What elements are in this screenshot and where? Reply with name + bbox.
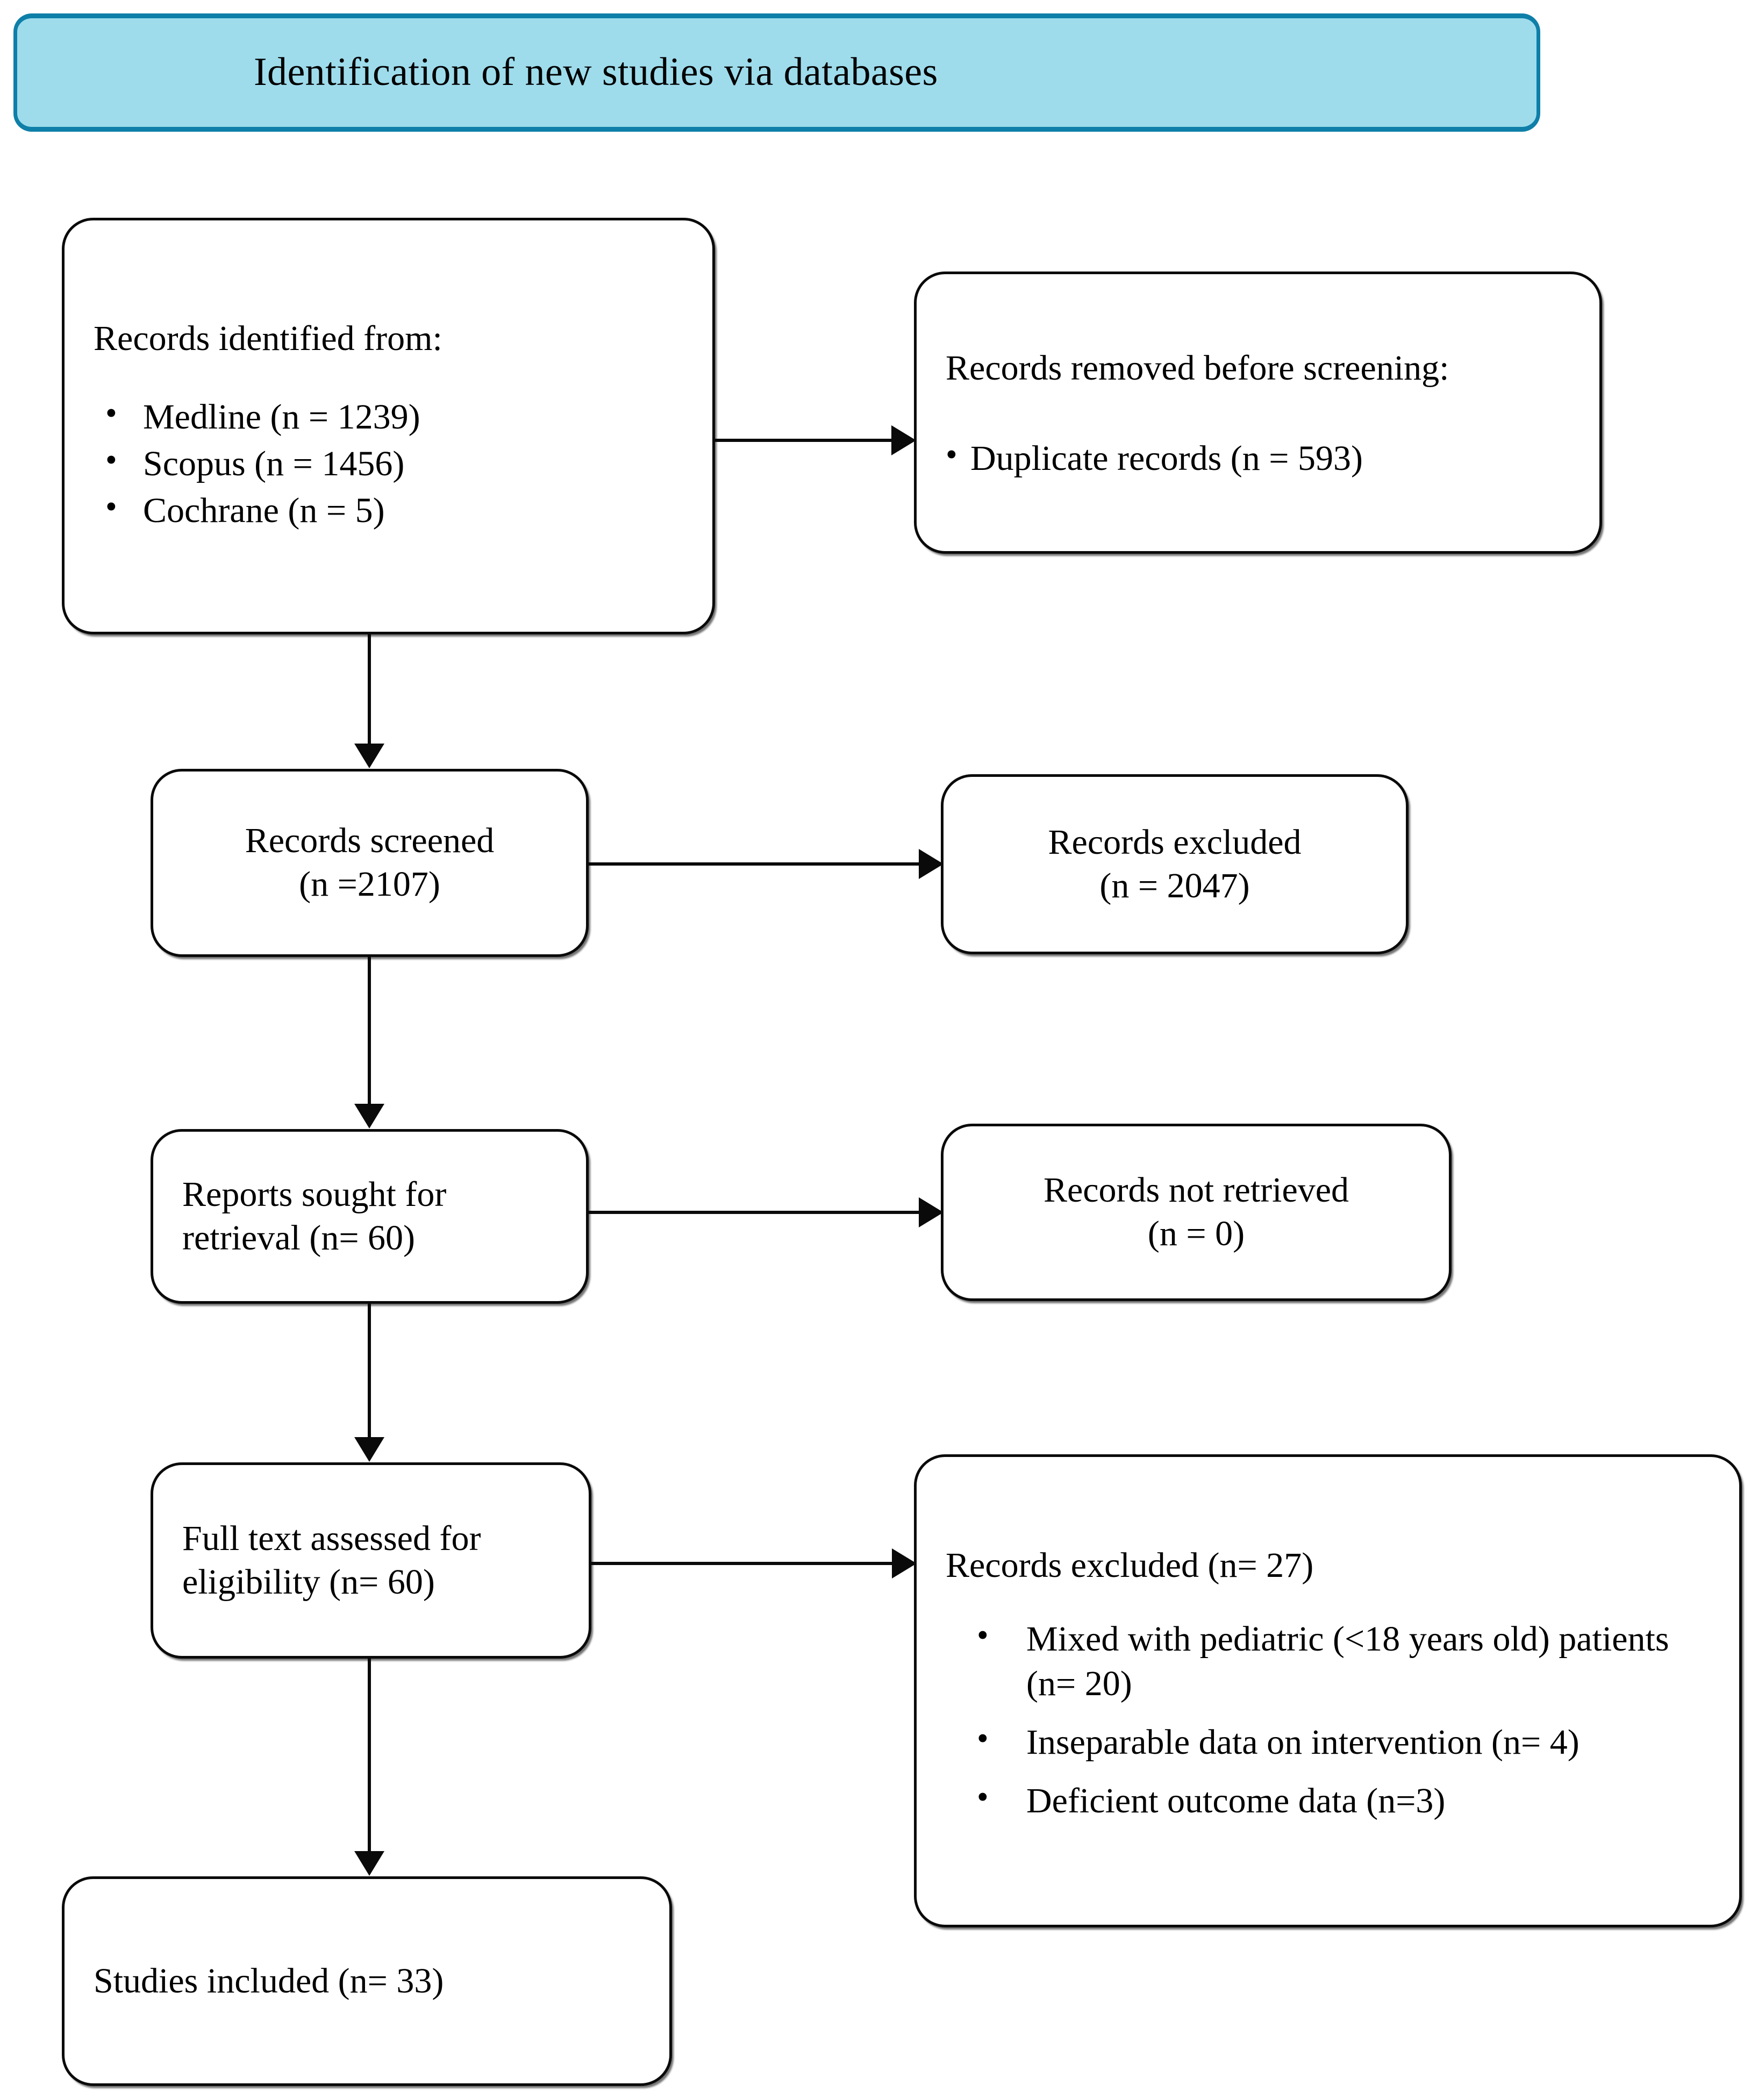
list-item: Cochrane (n = 5) [94,486,683,533]
connector-fulltext-to-included [368,1659,371,1852]
spacer [946,1588,1710,1617]
full-text-assessed-count: eligibility (n= 60) [182,1562,435,1602]
records-excluded-full-reasons-list: Mixed with pediatric (<18 years old) pat… [946,1615,1710,1824]
box-records-excluded-full-text: Records excluded (n= 27) Mixed with pedi… [914,1454,1742,1927]
records-excluded-screening-label: Records excluded [1048,822,1302,862]
records-identified-heading: Records identified from: [94,318,442,358]
connector-identified-to-removed [715,439,892,442]
records-identified-source-list: Medline (n = 1239) Scopus (n = 1456) Coc… [94,392,683,533]
records-not-retrieved-label: Records not retrieved [1043,1170,1349,1210]
list-item: Mixed with pediatric (<18 years old) pat… [946,1615,1710,1706]
reports-sought-count: retrieval (n= 60) [182,1218,416,1258]
list-item: Duplicate records (n = 593) [946,434,1570,481]
box-records-removed-before-screening: Records removed before screening: Duplic… [914,272,1602,554]
list-item: Inseparable data on intervention (n= 4) [946,1718,1710,1765]
arrowhead-screened-to-sought [354,1104,384,1128]
full-text-assessed-label: Full text assessed for [182,1518,481,1558]
connector-identified-to-screened [368,634,371,745]
box-records-excluded-screening: Records excluded (n = 2047) [941,774,1409,954]
arrowhead-sought-to-not-retrieved [919,1197,944,1227]
records-excluded-screening-count: (n = 2047) [1099,866,1250,905]
box-records-screened: Records screened (n =2107) [151,769,589,957]
connector-screened-to-excluded [589,862,922,866]
identification-banner: Identification of new studies via databa… [13,13,1540,132]
arrowhead-fulltext-to-included [354,1851,384,1876]
connector-screened-to-sought [368,957,371,1105]
records-screened-label: Records screened [245,821,495,861]
arrowhead-identified-to-screened [354,744,384,768]
box-full-text-assessed: Full text assessed for eligibility (n= 6… [151,1462,591,1659]
connector-sought-to-not-retrieved [589,1211,922,1214]
arrowhead-screened-to-excluded [919,849,944,879]
arrowhead-sought-to-fulltext [354,1437,384,1462]
box-records-not-retrieved: Records not retrieved (n = 0) [941,1124,1452,1301]
reports-sought-label: Reports sought for [182,1174,447,1214]
records-removed-heading: Records removed before screening: [946,348,1449,388]
box-studies-included: Studies included (n= 33) [62,1876,672,2086]
studies-included-label: Studies included (n= 33) [94,1961,444,2001]
records-screened-count: (n =2107) [299,865,440,904]
box-records-identified: Records identified from: Medline (n = 12… [62,218,715,634]
arrowhead-fulltext-to-excluded-full [892,1548,917,1578]
records-not-retrieved-count: (n = 0) [1147,1214,1245,1253]
banner-title: Identification of new studies via databa… [254,50,938,95]
list-item: Medline (n = 1239) [94,392,683,439]
records-removed-list: Duplicate records (n = 593) [946,434,1570,481]
records-excluded-full-heading: Records excluded (n= 27) [946,1546,1314,1585]
box-reports-sought-for-retrieval: Reports sought for retrieval (n= 60) [151,1129,589,1304]
connector-fulltext-to-excluded-full [591,1562,895,1565]
connector-sought-to-fulltext [368,1304,371,1438]
list-item: Scopus (n = 1456) [94,439,683,486]
list-item: Deficient outcome data (n=3) [946,1776,1710,1823]
arrowhead-identified-to-removed [891,425,916,455]
